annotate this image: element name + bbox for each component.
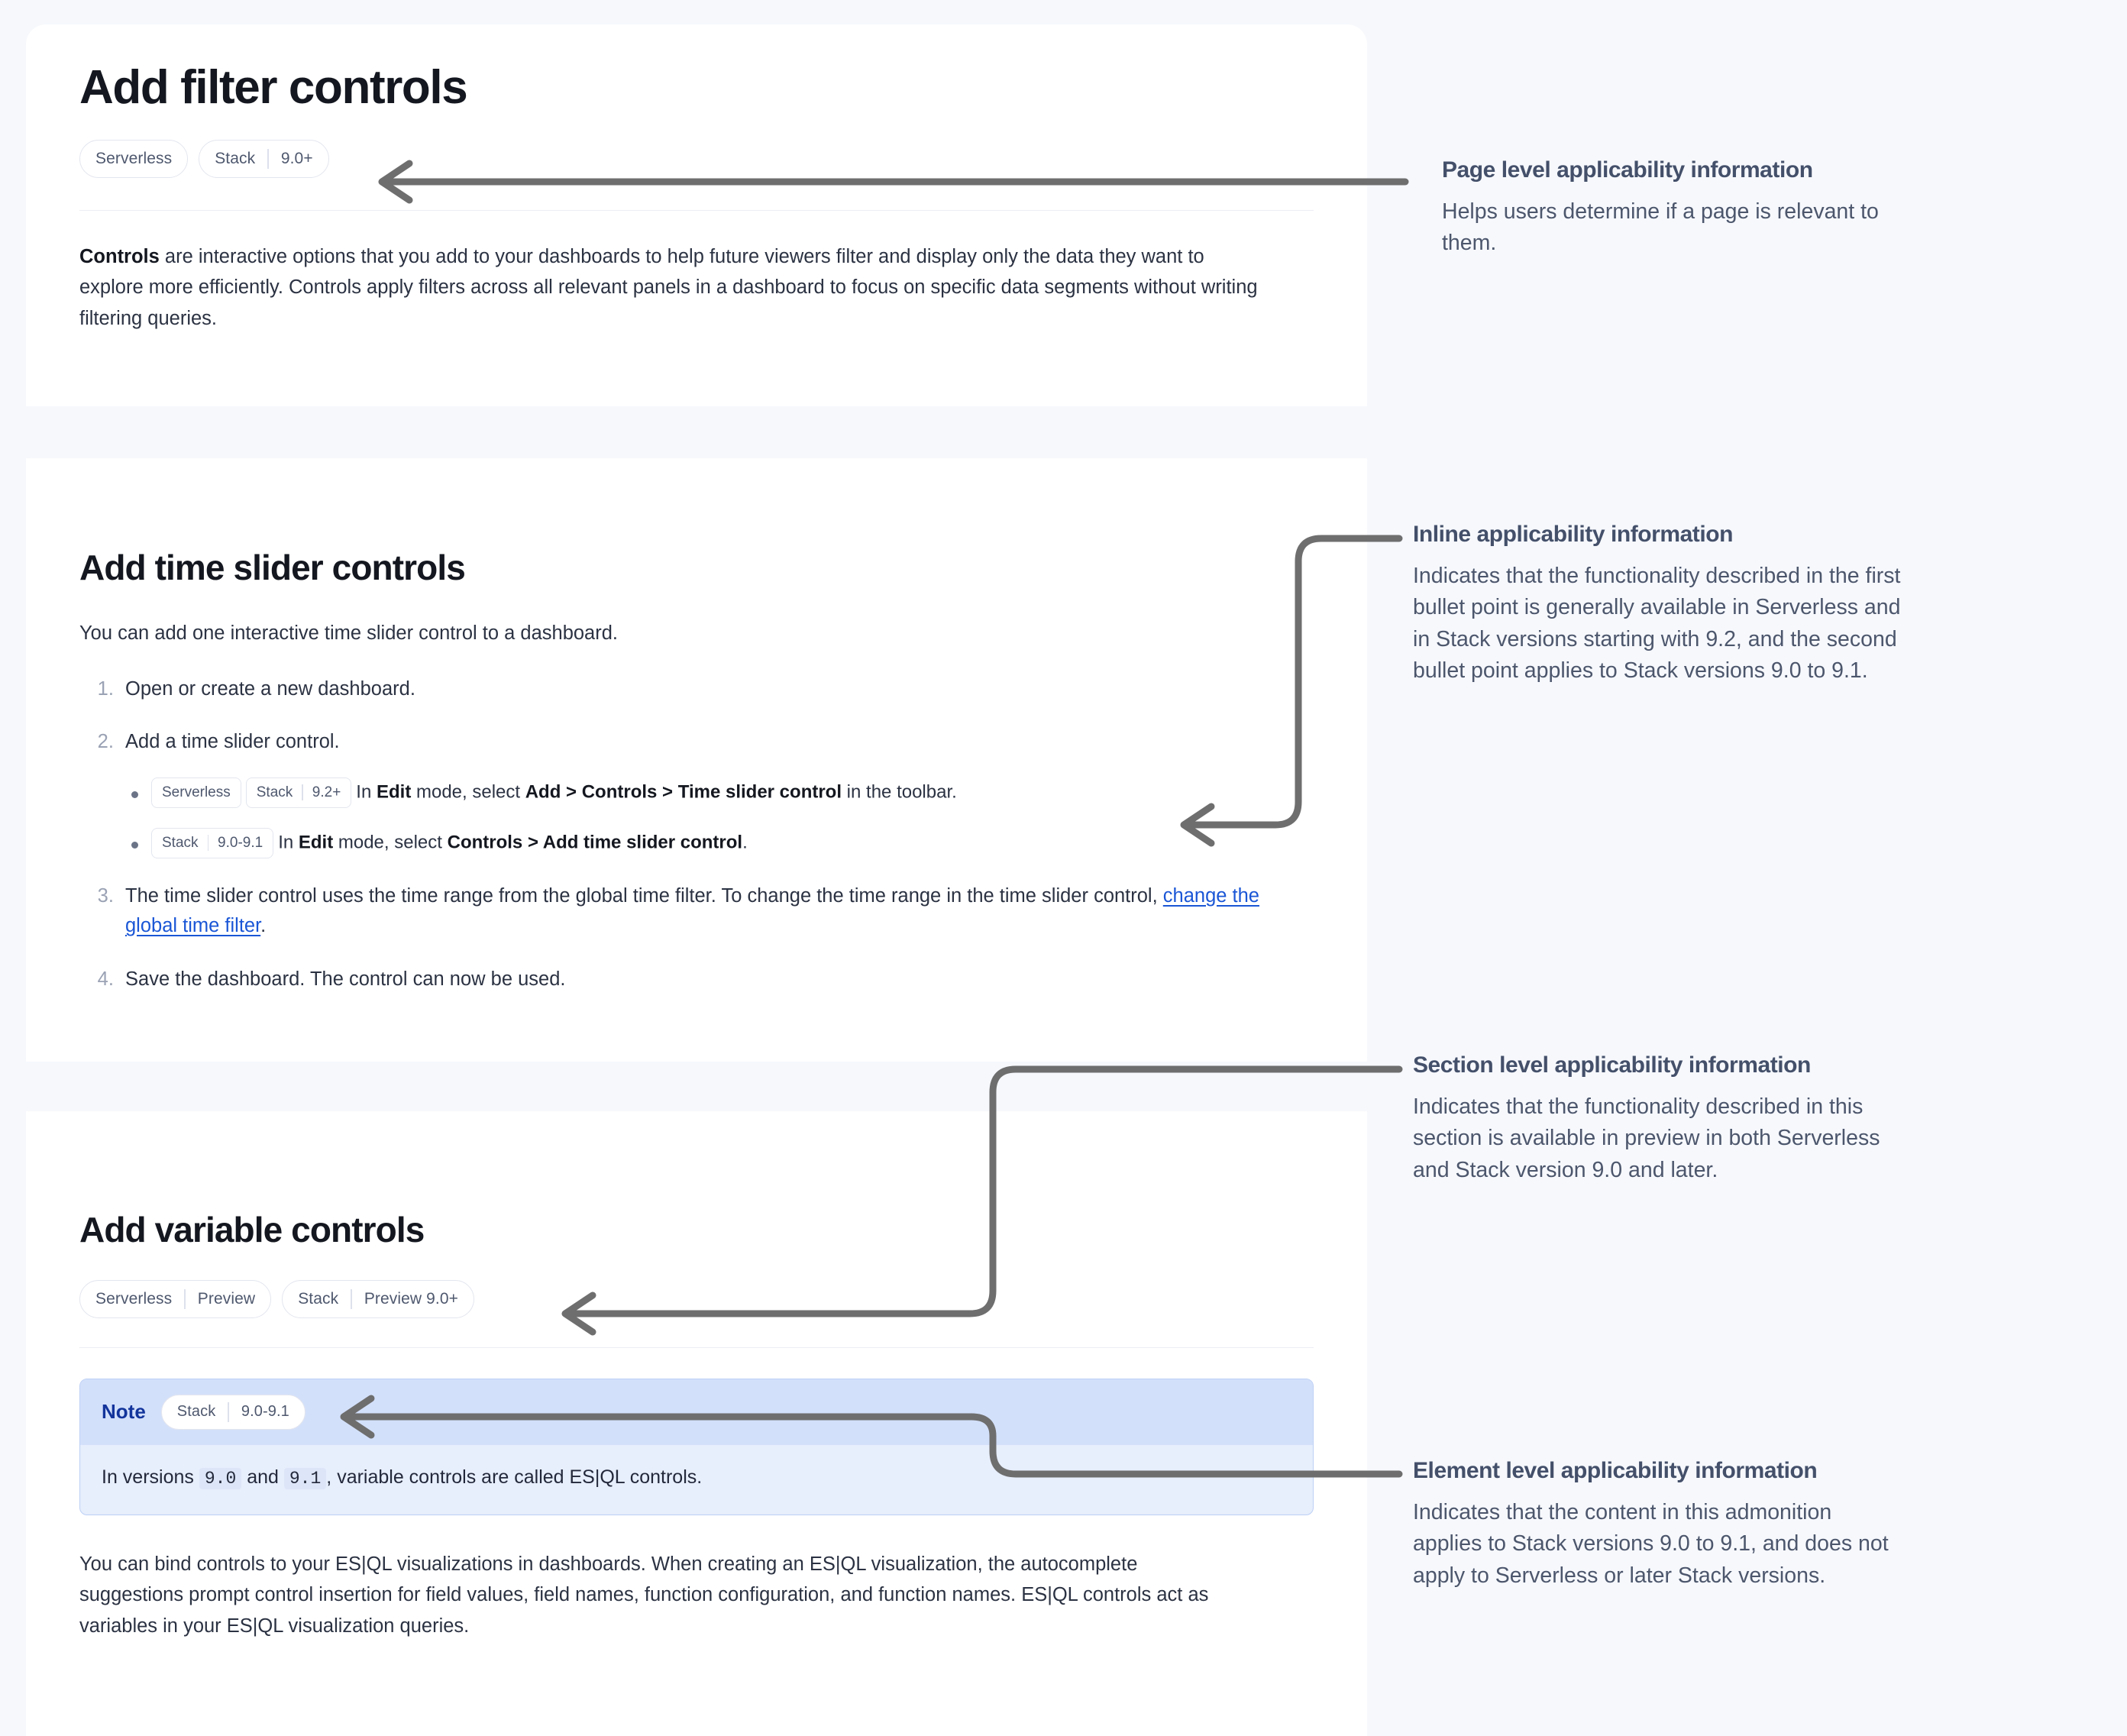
badge-serverless[interactable]: Serverless [79, 139, 189, 178]
intro-rest: are interactive options that you add to … [79, 245, 1258, 329]
step-item: Save the dashboard. The control can now … [119, 965, 1314, 995]
bullet-text-bold: Edit [298, 832, 334, 853]
step-text-after-link: . [260, 915, 267, 937]
document-preview-column: Add filter controls Serverless Stack 9.0… [26, 0, 1367, 1736]
bullet-text-plain: . [742, 832, 748, 853]
badge-segment-version: 9.0+ [280, 149, 313, 167]
page-title: Add filter controls [79, 61, 468, 114]
tag-segment-label: Serverless [162, 784, 231, 800]
tag-stack-9-2[interactable]: Stack 9.2+ [245, 777, 352, 808]
note-badge-stack-9-0-9-1[interactable]: Stack 9.0-9.1 [160, 1394, 305, 1430]
tag-stack-9-0-9-1[interactable]: Stack 9.0-9.1 [151, 827, 274, 858]
badge-segment-lifecycle-version: Preview 9.0+ [364, 1289, 458, 1308]
code-9-1: 9.1 [283, 1467, 327, 1489]
note-title: Note [102, 1400, 146, 1424]
badge-stack-9-0-plus[interactable]: Stack 9.0+ [199, 139, 329, 178]
page-applicability-badges: Serverless Stack 9.0+ [79, 139, 1314, 178]
annotation-body: Helps users determine if a page is relev… [1442, 199, 1879, 256]
annotation-heading: Section level applicability information [1413, 1052, 1811, 1078]
annotation-heading: Element level applicability information [1413, 1458, 1818, 1483]
note-header: Note Stack 9.0-9.1 [80, 1379, 1313, 1445]
note-text-part: , variable controls are called ES|QL con… [326, 1466, 703, 1488]
section-title-time-slider: Add time slider controls [79, 548, 466, 587]
time-slider-steps: Open or create a new dashboard. Add a ti… [79, 674, 1314, 995]
annotation-element-level: Element level applicability information … [1413, 1457, 1902, 1592]
note-admonition: Note Stack 9.0-9.1 In versions 9.0 and 9… [79, 1378, 1314, 1516]
badge-segment-version: 9.0-9.1 [241, 1403, 289, 1421]
bullet-text-bold: Add > Controls > Time slider control [525, 781, 842, 803]
bullet-text-bold: Edit [376, 781, 412, 803]
step-text-before-link: The time slider control uses the time ra… [125, 884, 1163, 907]
time-slider-intro: You can add one interactive time slider … [79, 622, 618, 644]
bullet-text-bold: Controls > Add time slider control [447, 832, 743, 853]
note-text-part: In versions [102, 1466, 199, 1488]
bullet-text-plain: in the toolbar. [842, 781, 957, 803]
bullet-item-stack-9-0-9-1: Stack 9.0-9.1 In Edit mode, select Control… [131, 827, 1314, 858]
bullet-text-plain: mode, select [333, 832, 448, 853]
annotation-heading: Page level applicability information [1442, 157, 1813, 183]
bullet-text-plain: In [356, 781, 377, 803]
step-item: Open or create a new dashboard. [119, 674, 1314, 705]
section-divider [79, 1346, 1314, 1348]
doc-card-page-header: Add filter controls Serverless Stack 9.0… [26, 24, 1367, 406]
code-9-0: 9.0 [199, 1467, 242, 1489]
annotation-body: Indicates that the functionality describ… [1413, 1094, 1880, 1182]
badge-segment-lifecycle: Preview [197, 1289, 256, 1308]
tag-divider [302, 784, 303, 801]
note-text-part: and [241, 1466, 284, 1488]
badge-segment-label: Stack [176, 1403, 216, 1421]
annotation-section-level: Section level applicability information … [1413, 1052, 1902, 1186]
badge-segment-label: Serverless [95, 149, 173, 167]
badge-divider [184, 1288, 186, 1309]
step-text: Open or create a new dashboard. [125, 677, 415, 700]
bullet-text-plain: In [278, 832, 299, 853]
badge-stack-preview-9-0-plus[interactable]: Stack Preview 9.0+ [282, 1279, 474, 1318]
step-text: Add a time slider control. [125, 731, 340, 753]
step-text: Save the dashboard. The control can now … [125, 968, 566, 990]
doc-card-time-slider: Add time slider controls You can add one… [26, 458, 1367, 1062]
intro-paragraph: Controls are interactive options that yo… [79, 241, 1271, 334]
badge-divider [267, 148, 269, 169]
tag-serverless[interactable]: Serverless [151, 777, 241, 808]
header-divider [79, 209, 1314, 211]
badge-segment-label: Stack [215, 149, 256, 167]
doc-card-variable-controls: Add variable controls Serverless Preview… [26, 1111, 1367, 1736]
step-item: Add a time slider control. ServerlessSta… [119, 727, 1314, 858]
badge-divider [351, 1288, 352, 1309]
annotation-inline: Inline applicability information Indicat… [1413, 521, 1902, 687]
badge-divider [228, 1401, 229, 1422]
badge-segment-label: Stack [298, 1289, 339, 1308]
note-text: In versions 9.0 and 9.1, variable contro… [102, 1463, 1291, 1492]
badge-segment-label: Serverless [95, 1289, 173, 1308]
tag-segment-version: 9.2+ [312, 784, 341, 800]
tag-divider [207, 835, 209, 852]
annotation-body: Indicates that the functionality describ… [1413, 564, 1901, 683]
section-applicability-badges: Serverless Preview Stack Preview 9.0+ [79, 1279, 1314, 1318]
variable-controls-paragraph: You can bind controls to your ES|QL visu… [79, 1553, 1209, 1637]
annotation-body: Indicates that the content in this admon… [1413, 1500, 1889, 1588]
section-title-variable-controls: Add variable controls [79, 1210, 425, 1249]
badge-serverless-preview[interactable]: Serverless Preview [79, 1279, 272, 1318]
bullet-text-plain: mode, select [411, 781, 525, 803]
tag-segment-label: Stack [162, 834, 199, 851]
annotation-heading: Inline applicability information [1413, 522, 1733, 547]
global-time-filter-link[interactable]: change the global time filter [125, 884, 1259, 937]
intro-lead: Controls [79, 245, 160, 267]
note-body: In versions 9.0 and 9.1, variable contro… [80, 1445, 1313, 1515]
tag-segment-label: Stack [256, 784, 293, 800]
tag-segment-version: 9.0-9.1 [218, 834, 263, 851]
annotation-page-level: Page level applicability information Hel… [1442, 157, 1931, 260]
step-item: The time slider control uses the time ra… [119, 881, 1314, 942]
